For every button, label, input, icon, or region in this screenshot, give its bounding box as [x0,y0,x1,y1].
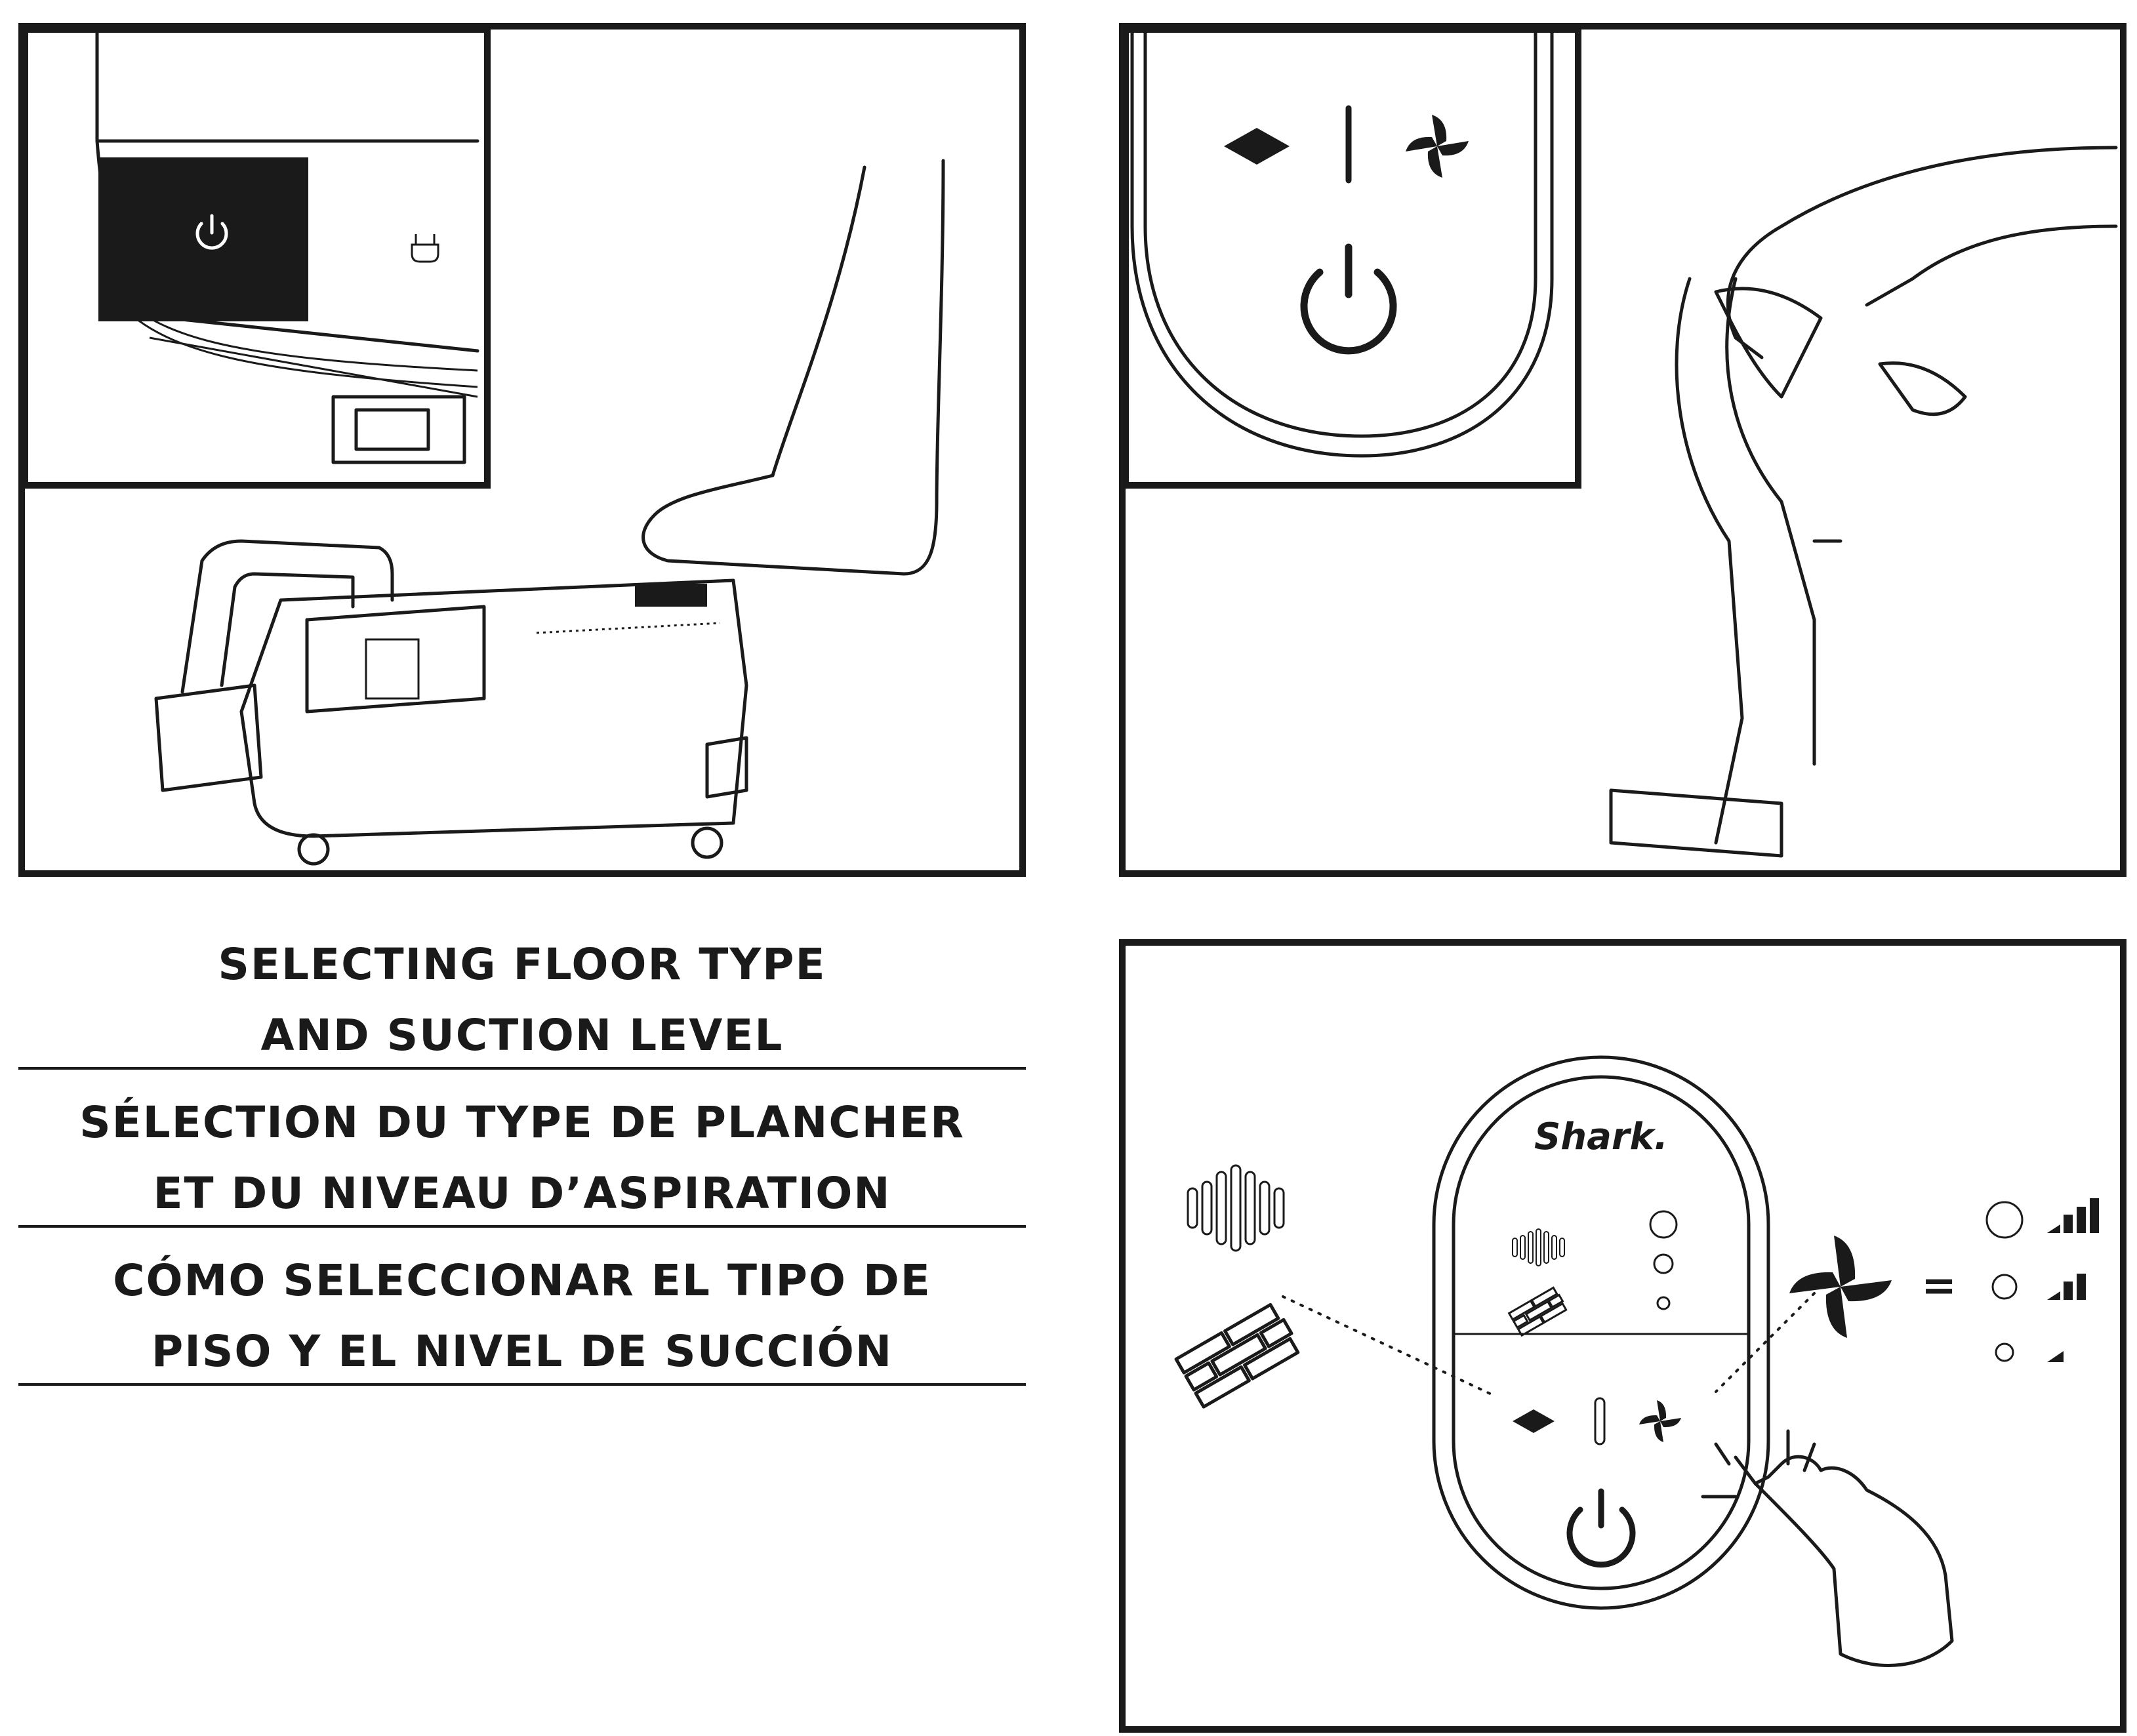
pointing-hand-icon [1701,1429,1954,1667]
illustration-panel-control-diagram: Shark. [1119,939,2127,1733]
carpet-icon [1187,1164,1285,1252]
title-spanish: CÓMO SELECCIONAR EL TIPO DE PISO Y EL NI… [18,1245,1026,1387]
fan-icon [1789,1236,1892,1338]
title-spanish-line-2: PISO Y EL NIVEL DE SUCCIÓN [151,1326,893,1377]
indicator-bar [1594,1397,1606,1445]
equals-sign: = [1921,1262,1957,1310]
divider [18,1225,1026,1228]
tile-icon [1507,1286,1568,1337]
title-english-line-2: AND SUCTION LEVEL [260,1010,784,1060]
title-english: SELECTING FLOOR TYPE AND SUCTION LEVEL [18,929,1026,1071]
suction-indicator-lights [1649,1210,1678,1310]
signal-bars-icon [2047,1198,2099,1233]
title-french-line-2: ET DU NIVEAU D’ASPIRATION [153,1168,891,1219]
suction-level-legend [1985,1198,2099,1362]
diamond-icon [1224,128,1290,165]
plug-icon [411,234,439,263]
title-spanish-line-1: CÓMO SELECCIONAR EL TIPO DE [113,1255,931,1306]
diamond-icon[interactable] [1513,1409,1555,1433]
fan-icon [1406,115,1469,178]
divider [18,1067,1026,1070]
power-button [98,157,308,321]
power-icon [1300,243,1397,355]
power-icon[interactable] [1566,1488,1636,1568]
title-english-line-1: SELECTING FLOOR TYPE [218,939,826,990]
title-french-line-1: SÉLECTION DU TYPE DE PLANCHER [79,1097,965,1148]
tile-icon [1174,1302,1300,1409]
carpet-cleaner-illustration [154,539,748,866]
control-panel: Shark. [1432,1055,1770,1610]
fan-icon[interactable] [1639,1400,1681,1442]
controls-inset [1126,30,1581,489]
signal-bars-icon [2047,1274,2086,1300]
power-switch-inset [25,30,491,489]
title-french: SÉLECTION DU TYPE DE PLANCHER ET DU NIVE… [18,1087,1026,1229]
carpet-icon [1512,1228,1565,1266]
brand-logo: Shark. [1534,1116,1668,1158]
illustration-panel-power-on [18,23,1026,877]
power-icon [195,214,228,250]
hand-on-handle-illustration [1609,146,2118,858]
divider [18,1383,1026,1386]
illustration-panel-handle-controls [1119,23,2127,877]
foot-illustration [641,159,945,576]
signal-bars-icon [2047,1351,2064,1362]
